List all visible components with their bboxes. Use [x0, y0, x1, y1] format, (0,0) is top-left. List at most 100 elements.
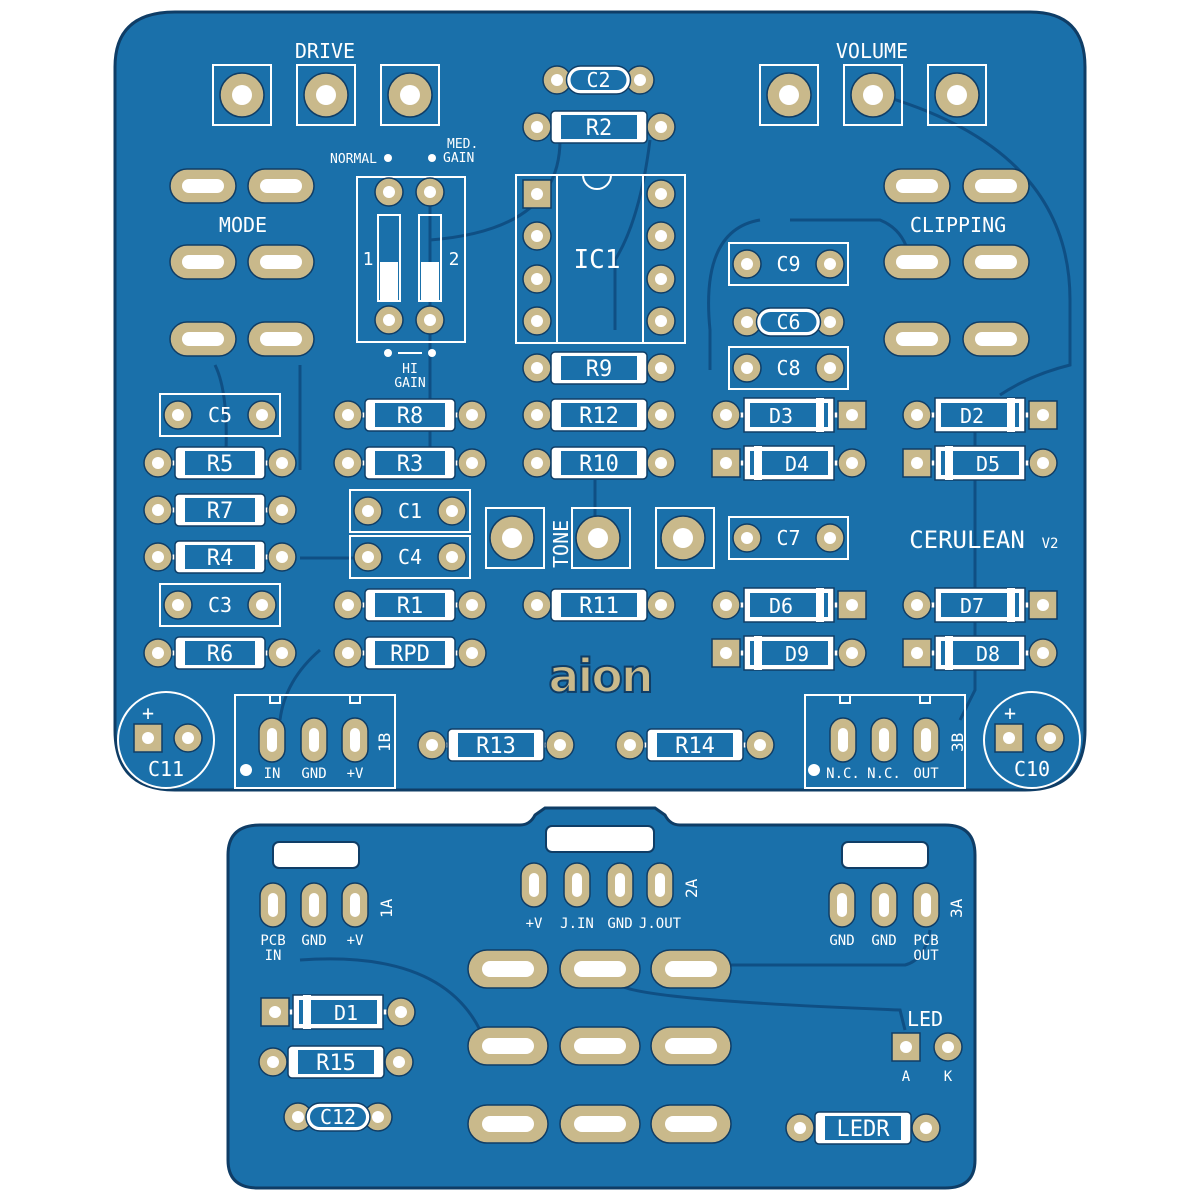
tone-label: TONE	[549, 520, 573, 568]
diode-d4: D4	[711, 445, 867, 481]
part-label: RPD	[390, 642, 430, 667]
version-label: V2	[1042, 536, 1059, 552]
part-label: D1	[334, 1001, 358, 1025]
resistor-r4: R4	[143, 540, 297, 574]
pin-label: N.C.	[867, 766, 901, 782]
part-label: LEDR	[837, 1117, 891, 1142]
capacitor-c7: C7	[728, 516, 849, 560]
led-footprint: LED A K	[891, 1007, 963, 1085]
capacitor-c1: C1	[349, 489, 471, 533]
resistor-r12: R12	[522, 398, 676, 432]
volume-label: VOLUME	[836, 39, 908, 63]
c10-electrolytic: + C10	[983, 691, 1081, 789]
resistor-r6: R6	[143, 636, 297, 670]
footswitch-lugs	[272, 825, 929, 869]
resistor-r7: R7	[143, 493, 297, 527]
resistor-rpd: RPD	[333, 636, 487, 670]
c11-label: C11	[148, 757, 184, 781]
part-label: C5	[208, 403, 232, 427]
title-label: CERULEAN	[909, 526, 1025, 554]
part-label: C1	[398, 499, 422, 523]
pin-label: GND	[871, 933, 896, 949]
med-gain-line2: GAIN	[443, 151, 474, 166]
drive-pot	[212, 64, 440, 126]
connector-name: 1A	[377, 898, 396, 918]
part-label: C6	[776, 310, 800, 334]
capacitor-c3: C3	[159, 583, 281, 627]
clipping-switch-pads	[883, 168, 1030, 357]
diode-d7: D7	[902, 587, 1058, 623]
mode-label: MODE	[219, 213, 267, 237]
resistor-r14: R14	[615, 728, 775, 762]
diode-d9: D9	[711, 635, 867, 671]
pin-label: +V	[526, 916, 543, 932]
pin-label: GND	[607, 916, 632, 932]
part-label: R1	[397, 594, 424, 619]
resistor-r2: R2	[522, 110, 676, 144]
part-label: D4	[785, 452, 809, 476]
volume-pot	[759, 64, 987, 126]
connector-name: 3B	[948, 733, 967, 752]
pin-label: N.C.	[826, 766, 860, 782]
part-label: R12	[579, 404, 619, 429]
part-label: D5	[976, 452, 1000, 476]
med-gain-line1: MED.	[447, 137, 478, 152]
part-label: R5	[207, 452, 234, 477]
diode-d3: D3	[711, 397, 867, 433]
diode-d5: D5	[902, 445, 1058, 481]
connector-name: 3A	[947, 898, 966, 918]
normal-dot	[384, 154, 392, 162]
c10-plus: +	[1004, 701, 1016, 725]
resistor-r15: R15	[258, 1045, 414, 1079]
connector-3b: N.C. N.C. OUT 3B	[804, 694, 967, 789]
diode-d8: D8	[902, 635, 1058, 671]
pin-label: GND	[301, 933, 326, 949]
aion-logo: aion	[548, 649, 651, 703]
resistor-r1: R1	[333, 588, 487, 622]
part-label: R3	[397, 452, 424, 477]
led-label: LED	[907, 1007, 943, 1031]
resistor-r10: R10	[522, 446, 676, 480]
part-label: D2	[960, 404, 984, 428]
capacitor-c9: C9	[728, 242, 849, 286]
c11-plus: +	[142, 701, 154, 725]
part-label: C12	[320, 1105, 356, 1129]
part-label: R14	[675, 734, 715, 759]
pin-label: J.OUT	[639, 916, 682, 932]
clipping-label: CLIPPING	[910, 213, 1006, 237]
part-label: R9	[586, 357, 613, 382]
resistor-ledr: LEDR	[785, 1111, 941, 1145]
part-label: C4	[398, 545, 422, 569]
resistor-r8: R8	[333, 398, 487, 432]
part-label: D8	[976, 642, 1000, 666]
part-label: R2	[586, 116, 613, 141]
part-label: D6	[769, 594, 793, 618]
pin-label: +V	[347, 766, 364, 782]
med-gain-dot	[428, 154, 436, 162]
part-label: C8	[776, 356, 800, 380]
part-label: R7	[207, 499, 234, 524]
pin-label: +V	[347, 933, 364, 949]
pin-label: OUT	[913, 766, 939, 782]
ic1-label: IC1	[574, 245, 621, 275]
part-label: C9	[776, 252, 800, 276]
part-label: C7	[776, 526, 800, 550]
resistor-r13: R13	[417, 728, 575, 762]
resistor-r11: R11	[522, 588, 676, 622]
capacitor-c8: C8	[728, 346, 849, 390]
pin-label: IN	[264, 766, 281, 782]
drive-label: DRIVE	[295, 39, 355, 63]
c11-electrolytic: + C11	[117, 691, 215, 789]
tone-pot	[485, 507, 715, 569]
med-gain-label: MED.GAIN	[443, 137, 478, 166]
capacitor-c4: C4	[349, 535, 471, 579]
part-label: R11	[579, 594, 619, 619]
diode-d1: D1	[260, 994, 416, 1030]
capacitor-c2: C2	[542, 65, 655, 95]
